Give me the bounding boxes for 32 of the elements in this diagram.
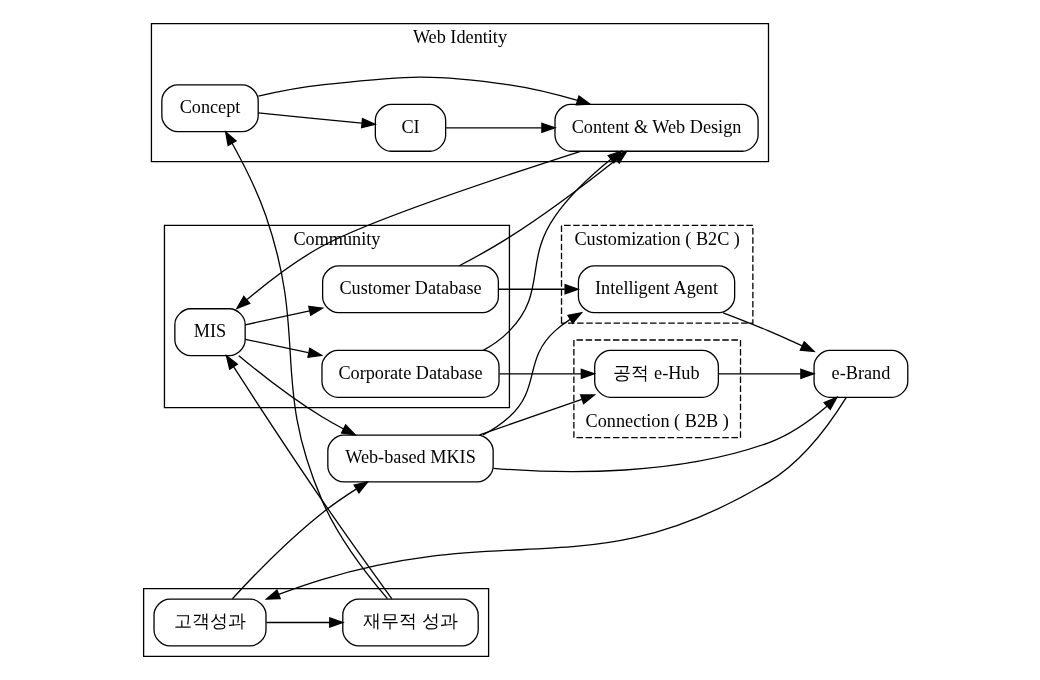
- arrow: [234, 150, 581, 310]
- arrow: [257, 76, 592, 106]
- arrow: [492, 396, 838, 473]
- node-box: 재무적 성과: [341, 598, 479, 647]
- node-box: 고객성과: [152, 598, 267, 647]
- arrow: [244, 338, 324, 358]
- node-box: 공적 e-Hub: [593, 349, 719, 398]
- arrow: [244, 305, 324, 326]
- arrow: [224, 354, 393, 600]
- node-box: e-Brand: [812, 349, 908, 398]
- arrow: [264, 397, 847, 600]
- arrow: [257, 112, 377, 129]
- node-box: Corporate Database: [320, 349, 500, 398]
- node-box: Web-based MKIS: [326, 434, 494, 483]
- arrow: [237, 355, 357, 436]
- arrow: [265, 617, 345, 628]
- arrow: [481, 311, 583, 436]
- arrow: [497, 283, 580, 295]
- arrow: [224, 130, 388, 600]
- node-box: Customer Database: [321, 265, 499, 314]
- arrow: [231, 480, 369, 600]
- node-box: Content & Web Design: [553, 103, 759, 152]
- arrow: [498, 368, 596, 380]
- node-box: Concept: [160, 84, 259, 133]
- arrow: [722, 312, 816, 353]
- arrow: [478, 394, 596, 436]
- arrow: [482, 150, 623, 352]
- node-box: CI: [374, 103, 446, 152]
- node-box: MIS: [173, 308, 246, 357]
- node-box: Intelligent Agent: [577, 265, 735, 314]
- arrow: [444, 122, 557, 134]
- arrow: [717, 368, 816, 380]
